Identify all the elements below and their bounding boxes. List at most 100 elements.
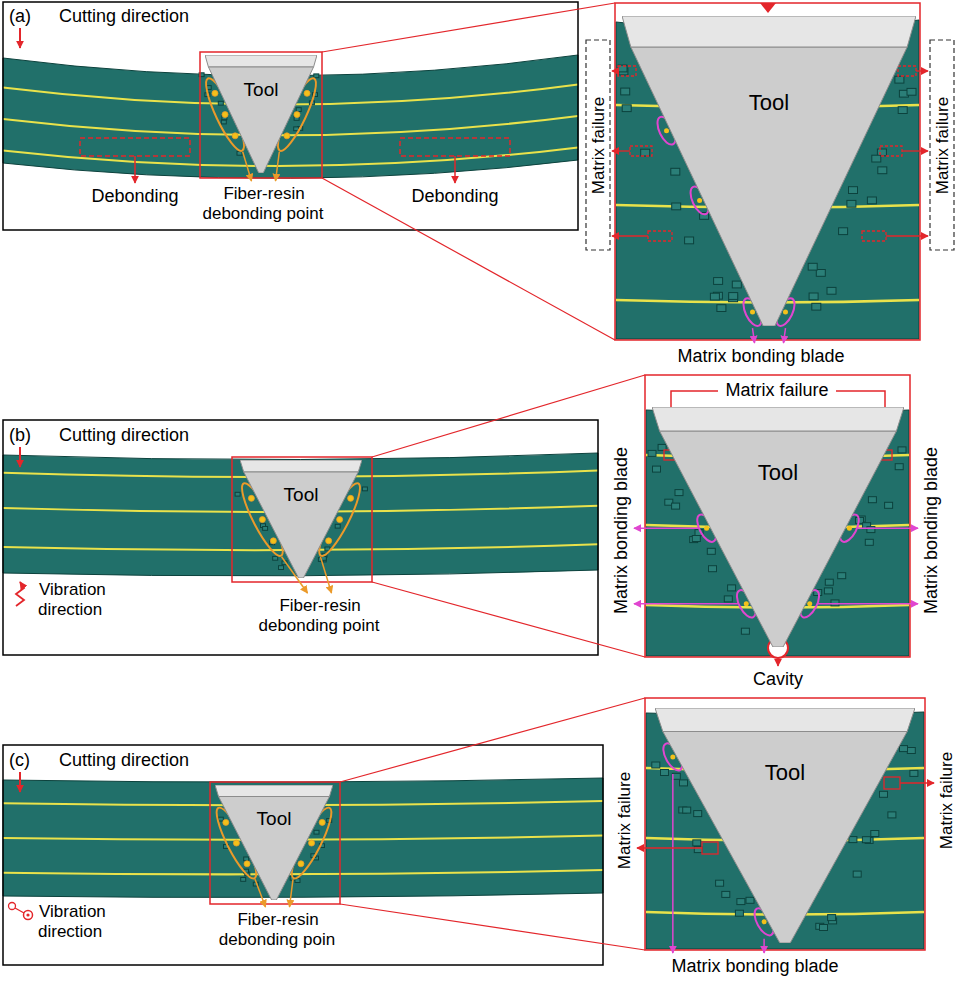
debonding-point <box>233 840 239 846</box>
annotation-label: Matrix bonding blade <box>611 445 631 614</box>
tool-shape: Tool <box>622 16 916 326</box>
tool-top <box>205 55 317 67</box>
debonding-point <box>294 112 300 118</box>
bonding-point <box>847 526 852 531</box>
label-box: Debonding <box>75 186 195 207</box>
deleted-element <box>717 305 726 312</box>
leader-line <box>818 603 918 605</box>
deleted-element <box>898 447 906 453</box>
leader-line <box>886 235 928 236</box>
vibration-icon <box>15 908 24 913</box>
deleted-element <box>827 287 836 294</box>
annotation-label: Fiber-resin debonding point <box>258 596 380 635</box>
tool-outline <box>205 55 317 173</box>
deleted-element <box>722 891 730 897</box>
deleted-element <box>263 527 268 531</box>
annotation-label: Matrix failure <box>724 380 829 400</box>
deleted-element <box>825 579 833 585</box>
annotation-label: Matrix failure <box>589 95 608 194</box>
deleted-element <box>692 536 700 542</box>
deleted-element <box>621 88 630 95</box>
debonding-point <box>270 538 276 544</box>
annotation-label: Debonding <box>410 186 499 206</box>
deleted-element <box>868 497 876 503</box>
deleted-element <box>867 197 876 204</box>
annotation-label: Matrix failure <box>615 770 634 869</box>
deleted-element <box>849 837 857 843</box>
deleted-element <box>735 910 743 916</box>
tool-outline <box>240 460 362 578</box>
bonding-point <box>670 754 675 759</box>
bonding-point <box>750 310 755 315</box>
annotation-label: Matrix bonding blade <box>670 956 839 976</box>
tool-label: Tool <box>284 484 319 506</box>
deleted-element <box>680 780 688 786</box>
deleted-element <box>273 556 278 560</box>
label-box: Vibration direction <box>38 902 133 941</box>
debonding-point <box>309 840 315 846</box>
deleted-element <box>888 812 896 818</box>
deleted-element <box>661 770 669 776</box>
debonding-point <box>232 133 238 139</box>
bonding-point <box>762 919 767 924</box>
tool-label: Tool <box>244 79 279 101</box>
label-box: Fiber-resin debonding point <box>252 596 387 635</box>
annotation-label: Cavity <box>752 669 804 689</box>
deleted-element <box>218 817 223 821</box>
deleted-element <box>279 566 284 570</box>
deleted-element <box>895 76 904 83</box>
deleted-element <box>694 811 702 817</box>
deleted-element <box>898 107 907 114</box>
leader-line <box>783 328 785 343</box>
zoom-frame <box>645 698 925 950</box>
label-box: Matrix failure <box>717 380 837 401</box>
label-box: Cutting direction <box>58 750 190 771</box>
deleted-element <box>872 155 881 162</box>
deleted-element <box>641 149 650 156</box>
deleted-element <box>235 492 240 496</box>
deleted-element <box>741 628 749 634</box>
deleted-element <box>241 878 246 882</box>
panel-frame <box>3 2 578 230</box>
leader-line <box>634 603 738 605</box>
deleted-element <box>244 857 249 861</box>
deleted-element <box>907 748 915 754</box>
bonding-point <box>783 310 788 315</box>
deleted-element <box>862 837 870 843</box>
label-box: Matrix failure <box>936 700 957 900</box>
annotation-label: Matrix bonding blade <box>676 346 845 366</box>
deleted-element <box>335 524 340 528</box>
deleted-element <box>809 293 818 300</box>
deleted-element <box>871 831 879 837</box>
tool-label: Tool <box>749 90 789 115</box>
direction-arrow <box>19 447 21 467</box>
zoom-link <box>322 178 615 340</box>
zoom-frame <box>645 375 910 657</box>
deleted-element <box>907 88 916 95</box>
tool-top <box>215 785 333 797</box>
tool-outline <box>655 708 915 943</box>
debonding-point <box>326 538 332 544</box>
tool-top <box>652 407 904 431</box>
deleted-element <box>652 762 660 768</box>
bonding-point <box>664 128 669 133</box>
annotation-label: Vibration direction <box>38 580 106 619</box>
label-box: Vibration direction <box>38 580 133 619</box>
deleted-element <box>895 464 903 470</box>
debonding-point <box>284 133 290 139</box>
zoom-link <box>340 904 645 950</box>
tool-body <box>244 472 359 578</box>
deleted-element <box>714 278 723 285</box>
annotation-label: Matrix failure <box>933 95 952 194</box>
deleted-element <box>824 588 832 594</box>
tool-body <box>663 732 907 944</box>
deleted-element <box>849 187 858 194</box>
leader-line <box>637 847 702 848</box>
matrix-failure-zone <box>648 231 672 241</box>
debonding-point <box>259 517 265 523</box>
label-box: Matrix bonding blade <box>666 346 856 367</box>
deleted-element <box>707 548 715 554</box>
deleted-element <box>737 899 745 905</box>
leader-line <box>900 782 934 783</box>
leader-line <box>612 70 618 71</box>
